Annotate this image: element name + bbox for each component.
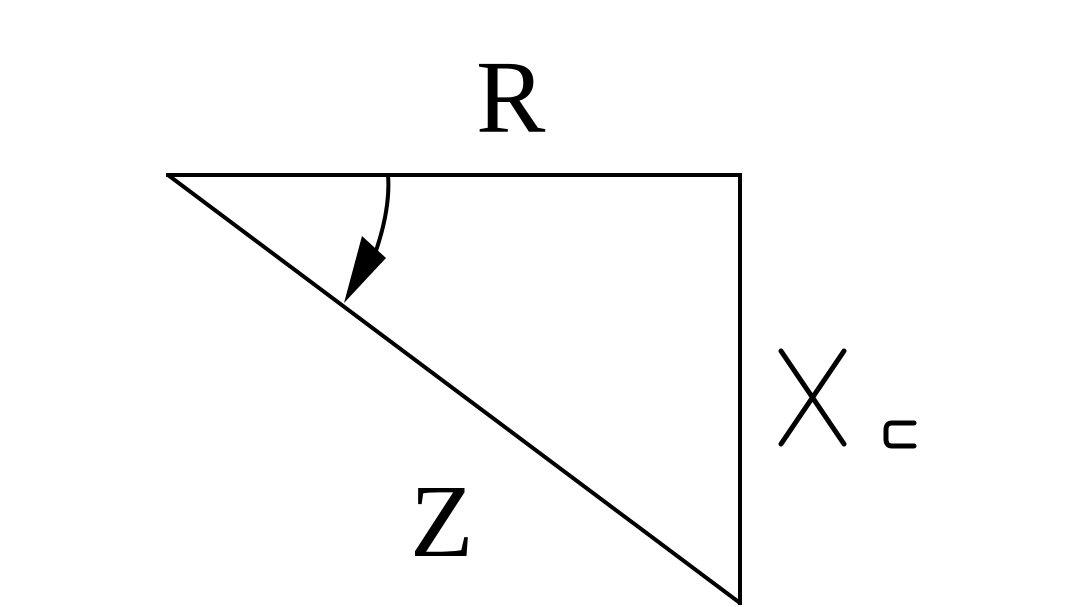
- reactance-label: X: [778, 348, 847, 447]
- impedance-label: Z: [410, 464, 474, 579]
- reactance-subscript-label: c: [883, 420, 917, 449]
- impedance-side: [166, 173, 742, 605]
- phase-angle-arrowhead: [344, 236, 386, 303]
- resistance-label: R: [476, 40, 546, 155]
